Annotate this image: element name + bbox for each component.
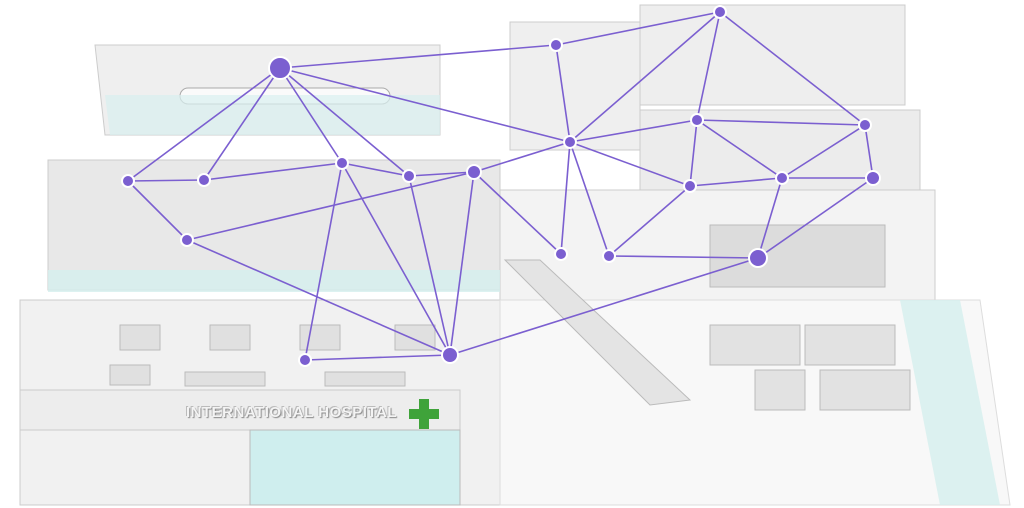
network-edge — [473, 171, 562, 255]
network-node — [713, 5, 727, 19]
network-edge — [341, 162, 451, 356]
network-edge — [608, 185, 691, 257]
cafe-tables — [109, 324, 436, 387]
network-edge — [473, 141, 571, 173]
network-node — [441, 346, 459, 364]
network-edge — [689, 119, 698, 187]
network-edge — [186, 239, 451, 356]
network-edge — [569, 119, 698, 143]
network-edge — [555, 11, 721, 46]
network-edge — [127, 180, 188, 241]
network-node — [748, 248, 768, 268]
network-node — [549, 38, 563, 52]
network-edge — [279, 44, 557, 69]
network-edge — [203, 162, 343, 181]
network-node — [690, 113, 704, 127]
network-node — [298, 353, 312, 367]
network-edge — [719, 11, 866, 126]
network-edge — [757, 177, 874, 259]
network-edge — [560, 141, 571, 255]
network-node — [402, 169, 416, 183]
network-node — [775, 171, 789, 185]
hospital-sign: INTERNATIONAL HOSPITAL — [186, 404, 397, 421]
network-node — [197, 173, 211, 187]
network-edge — [569, 141, 691, 187]
network-edge — [696, 119, 783, 179]
network-node — [858, 118, 872, 132]
network-edge — [408, 171, 475, 177]
network-edge — [781, 124, 866, 179]
network-node — [121, 174, 135, 188]
network-edge — [304, 162, 343, 361]
video-wall — [709, 224, 886, 288]
network-node — [865, 170, 881, 186]
network-edge — [186, 171, 475, 241]
network-edge — [696, 11, 721, 121]
network-edge — [279, 67, 343, 164]
network-node — [563, 135, 577, 149]
network-edge — [757, 177, 783, 259]
network-edge — [696, 119, 866, 126]
network-edge — [569, 11, 721, 143]
network-node — [466, 164, 482, 180]
network-edge — [569, 141, 610, 257]
network-edge — [203, 67, 281, 181]
network-edge — [408, 175, 451, 356]
network-edges — [127, 11, 874, 361]
network-node — [180, 233, 194, 247]
network-edge — [689, 177, 783, 187]
network-edge — [127, 179, 205, 182]
green-cross-icon — [409, 399, 439, 429]
network-edge — [279, 67, 410, 177]
glass-facade — [900, 300, 1000, 505]
waiting-seats — [709, 324, 911, 411]
network-edge — [341, 162, 410, 177]
glass-railing — [48, 270, 500, 292]
network-edge — [279, 67, 571, 143]
network-edge — [608, 255, 759, 259]
network-nodes — [121, 5, 881, 367]
network-node — [683, 179, 697, 193]
network-edge — [449, 257, 759, 356]
network-edge — [127, 67, 281, 182]
network-node — [554, 247, 568, 261]
escalator — [503, 259, 692, 406]
entrance-glass — [249, 429, 461, 506]
network-edge — [555, 44, 571, 143]
network-edge — [864, 124, 874, 179]
network-node — [268, 56, 292, 80]
network-edge — [304, 354, 451, 361]
glass-wall — [105, 95, 440, 135]
network-edge — [449, 171, 475, 356]
network-node — [335, 156, 349, 170]
network-node — [602, 249, 616, 263]
